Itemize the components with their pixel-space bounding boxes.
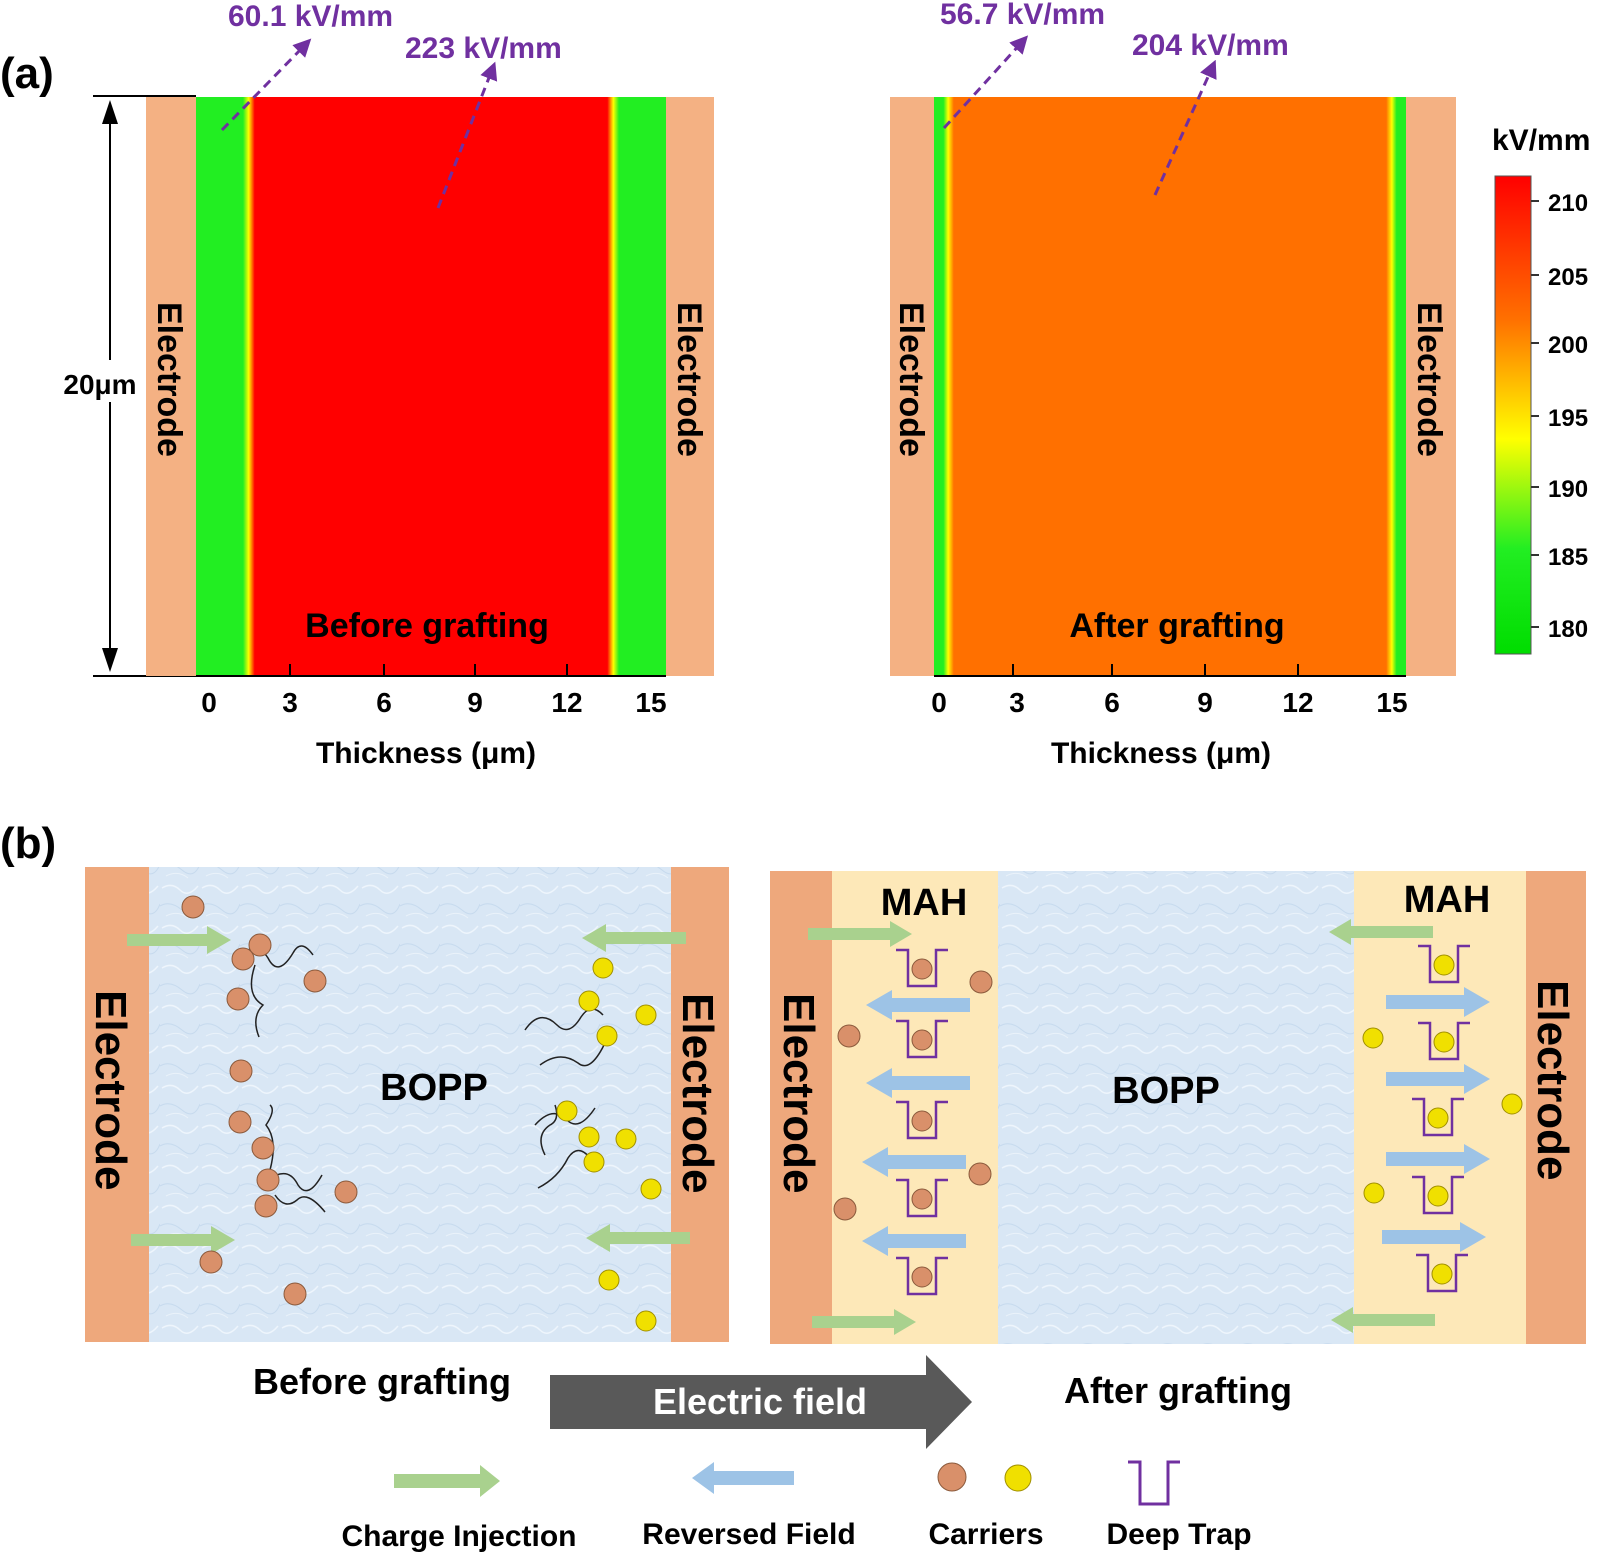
x-tick-label: 12 [1282,687,1313,718]
x-tick-label: 0 [201,687,217,718]
edge-field-value: 60.1 kV/mm [228,0,393,33]
hole-carriers [181,895,358,1306]
legend: Charge Injection Reversed Field Carriers… [341,1460,1252,1552]
colorbar-tick: 200 [1548,332,1588,359]
before-grafting-caption: Before grafting [305,607,549,645]
free-hole-carriers [833,970,993,1221]
legend-label: Charge Injection [341,1520,576,1552]
colorbar: kV/mm 210 205 200 195 190 185 180 [1492,124,1590,655]
x-tick-label: 12 [551,687,582,718]
panel-b-label: (b) [0,819,56,868]
electrode-plate-left [890,97,934,676]
reversed-field-arrows [862,987,1490,1256]
x-tick-label: 9 [1197,687,1213,718]
x-axis-title: Thickness (μm) [316,737,536,770]
field-distribution [934,97,1406,676]
schematic-before: Electrode Electrode BOPP [85,867,729,1342]
electrode-plate-right [1406,97,1456,676]
electrode-label: Electrode [150,302,188,457]
field-distribution [196,97,666,676]
x-tick-label: 9 [467,687,483,718]
center-field-pointer [436,61,498,209]
edge-field-pointer [942,35,1029,130]
x-axis-ticks [289,664,568,676]
x-tick-label: 0 [931,687,947,718]
trapped-hole-carriers [911,958,933,1288]
legend-reversed-arrow [692,1462,794,1494]
x-tick-label: 6 [376,687,392,718]
mah-layer-left [832,871,998,1344]
mah-label: MAH [881,882,968,924]
x-axis-ticks [1012,664,1299,676]
electrode-label: Electrode [892,302,930,457]
electrode-label: Electrode [86,990,135,1191]
edge-field-value: 56.7 kV/mm [940,0,1105,31]
electrode-label: Electrode [1410,302,1448,457]
x-axis-title: Thickness (μm) [1051,737,1271,770]
field-map-after: Electrode Electrode After grafting 0 3 6… [890,0,1456,770]
free-electron-carriers [1362,1027,1523,1204]
legend-label: Reversed Field [642,1518,855,1551]
legend-injection-arrow [394,1465,500,1497]
electrode-plate-left [770,871,832,1344]
colorbar-gradient [1494,175,1532,655]
bopp-film [149,867,671,1342]
electrode-plate-left [85,867,149,1342]
electrode-plate-left [146,97,196,676]
colorbar-tick: 190 [1548,476,1588,503]
center-field-pointer [1153,59,1217,196]
legend-label: Deep Trap [1106,1518,1251,1551]
legend-electron-carrier [1004,1464,1032,1492]
legend-hole-carrier [937,1462,967,1492]
edge-field-pointer [220,38,312,132]
field-map-before: Electrode Electrode Before grafting 0 3 … [146,0,714,770]
legend-label: Carriers [928,1518,1043,1551]
trapped-electron-carriers [1427,954,1455,1285]
panel-a-label: (a) [0,49,54,98]
center-field-value: 204 kV/mm [1132,29,1289,62]
after-grafting-caption: After grafting [1069,607,1284,645]
bopp-label: BOPP [1112,1070,1220,1112]
electron-carriers [556,957,662,1332]
x-tick-label: 3 [282,687,298,718]
electrode-label: Electrode [774,993,823,1194]
electrode-label: Electrode [673,993,722,1194]
legend-trap [1128,1460,1180,1506]
schematic-after: Electrode Electrode MAH MAH BOPP [770,871,1586,1344]
colorbar-unit: kV/mm [1492,124,1590,157]
x-tick-label: 15 [1376,687,1407,718]
charge-injection-arrows [808,919,1435,1335]
colorbar-tick: 185 [1548,544,1588,571]
mah-label: MAH [1404,879,1491,921]
colorbar-tick: 210 [1548,190,1588,217]
electric-field-label: Electric field [653,1381,867,1422]
electrode-label: Electrode [1528,980,1577,1181]
x-tick-label: 3 [1009,687,1025,718]
bopp-label: BOPP [380,1067,488,1109]
colorbar-tick: 195 [1548,405,1588,432]
electric-field-arrow [550,1355,972,1449]
x-tick-label: 15 [635,687,666,718]
thickness-label: 20μm [63,369,136,400]
electrode-label: Electrode [670,302,708,457]
electrode-plate-right [1526,871,1586,1344]
before-grafting-caption: Before grafting [253,1361,511,1402]
charge-injection-arrows [127,924,690,1254]
colorbar-tick: 205 [1548,264,1588,291]
after-grafting-caption: After grafting [1064,1370,1292,1411]
colorbar-tick: 180 [1548,616,1588,643]
electrode-plate-right [666,97,714,676]
deep-traps [896,944,1470,1296]
bopp-film [998,871,1354,1344]
electrode-plate-right [671,867,729,1342]
thickness-dimension: 20μm [60,95,196,677]
x-tick-label: 6 [1104,687,1120,718]
center-field-value: 223 kV/mm [405,32,562,65]
